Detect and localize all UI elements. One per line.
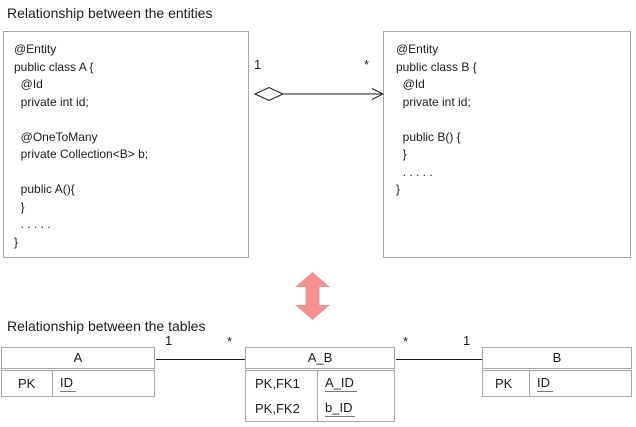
class-a-box: @Entity public class A { @Id private int… xyxy=(3,31,249,258)
table-b: B PK ID xyxy=(482,347,632,397)
association-multiplicity-one: 1 xyxy=(254,57,262,72)
column-name: ID xyxy=(60,375,76,392)
double-arrow-shape xyxy=(295,272,330,320)
column-cell: ID xyxy=(53,375,154,392)
relation-line-a-ab xyxy=(156,359,245,360)
relation-ab-b-multiplicity-many: * xyxy=(403,334,409,349)
table-a-body: PK ID xyxy=(1,370,155,397)
column-name: b_ID xyxy=(325,400,356,417)
key-cell: PK,FK2 xyxy=(246,396,318,421)
table-row: PK,FK2 b_ID xyxy=(246,396,394,421)
association-multiplicity-many: * xyxy=(364,57,370,72)
table-a-b-name: A_B xyxy=(245,347,395,369)
relation-a-ab-multiplicity-one: 1 xyxy=(165,333,173,348)
column-cell: ID xyxy=(530,375,631,392)
table-b-name: B xyxy=(482,347,632,369)
arrowhead-icon xyxy=(371,88,384,100)
class-b-box: @Entity public class B { @Id private int… xyxy=(383,31,631,258)
column-cell: A_ID xyxy=(318,375,394,392)
entities-section-title: Relationship between the entities xyxy=(7,5,213,21)
transform-double-arrow-icon xyxy=(295,272,330,320)
class-b-code: @Entity public class B { @Id private int… xyxy=(396,42,477,196)
key-cell: PK xyxy=(2,371,53,396)
column-name: ID xyxy=(537,375,553,392)
column-name: A_ID xyxy=(325,375,357,392)
key-cell: PK,FK1 xyxy=(246,371,318,396)
relation-line-ab-b xyxy=(396,359,482,360)
table-row: PK,FK1 A_ID xyxy=(246,371,394,396)
aggregation-diamond-icon xyxy=(253,86,285,102)
table-row: PK ID xyxy=(2,371,154,396)
table-row: PK ID xyxy=(483,371,631,396)
table-a-b-body: PK,FK1 A_ID PK,FK2 b_ID xyxy=(245,370,395,422)
relation-a-ab-multiplicity-many: * xyxy=(227,334,233,349)
tables-section-title: Relationship between the tables xyxy=(7,318,206,334)
relation-ab-b-multiplicity-one: 1 xyxy=(463,333,471,348)
table-b-body: PK ID xyxy=(482,370,632,397)
class-a-code: @Entity public class A { @Id private int… xyxy=(14,42,149,249)
aggregation-association-connector xyxy=(253,86,384,102)
column-cell: b_ID xyxy=(318,400,394,417)
table-a: A PK ID xyxy=(1,347,155,397)
table-a-b: A_B PK,FK1 A_ID PK,FK2 b_ID xyxy=(245,347,395,422)
table-a-name: A xyxy=(1,347,155,369)
key-cell: PK xyxy=(483,371,530,396)
